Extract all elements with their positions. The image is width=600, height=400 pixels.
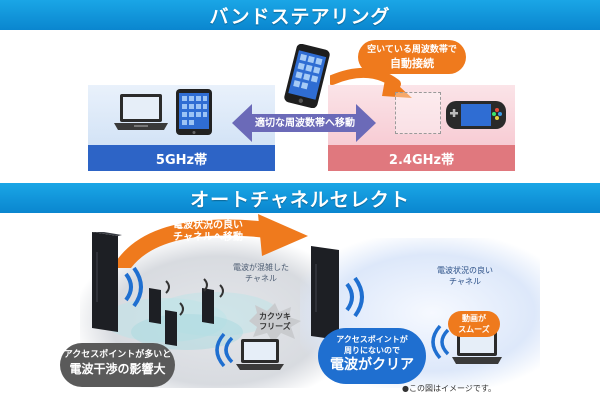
neighbor-router-icon [149, 288, 161, 324]
neighbor-wifi-icon [165, 278, 224, 316]
band-steering-title: バンドステアリング [209, 5, 391, 28]
neighbor-router-icon [165, 310, 177, 346]
wifi-signal-icon [124, 266, 143, 308]
auto-connect-bubble: 空いている周波数帯で 自動接続 [358, 40, 466, 74]
congested-line1: 電波が混雑した [233, 263, 289, 272]
router-icon [311, 246, 339, 340]
laptop-icon [114, 94, 168, 130]
laptop-icon [452, 331, 502, 364]
band-24ghz-label-bar: 2.4GHz帯 [328, 145, 515, 171]
band-24ghz-label: 2.4GHz帯 [388, 152, 455, 168]
wifi-signal-icon [345, 276, 364, 318]
band-steering-header: バンドステアリング [0, 0, 600, 30]
wifi-signal-icon [215, 332, 234, 368]
interference-line1: アクセスポイントが多いと [63, 350, 172, 360]
clear-line2: 周りにないので [344, 346, 400, 355]
target-slot-placeholder [395, 92, 441, 134]
freeze-line1: カクツキ [259, 312, 291, 321]
auto-connect-line1: 空いている周波数帯で [367, 45, 457, 55]
smooth-video-badge: 動画が スムーズ [448, 311, 500, 337]
auto-channel-title: オートチャネルセレクト [190, 188, 410, 211]
move-band-label: 適切な周波数帯へ移動 [255, 118, 355, 129]
channel-move-arrow-icon [118, 214, 308, 268]
laptop-icon [236, 339, 284, 370]
smooth-line2: スムーズ [458, 325, 490, 334]
bidirectional-arrow-icon [232, 104, 376, 142]
clear-line3: 電波がクリア [330, 357, 414, 373]
clear-signal-bubble: アクセスポイントが 周りにないので 電波がクリア [318, 328, 426, 384]
router-icon [92, 232, 122, 332]
freeze-label: カクツキ フリーズ [250, 312, 300, 332]
tablet-icon [176, 89, 212, 135]
freeze-burst-icon [249, 303, 301, 343]
freeze-line2: フリーズ [259, 322, 291, 331]
channel-move-label: 電波状況の良い チャネルへ移動 [148, 220, 268, 244]
interference-line2: 電波干渉の影響大 [69, 362, 166, 376]
smooth-line1: 動画が [462, 314, 486, 323]
clear-line1: アクセスポイントが [336, 335, 408, 344]
neighbor-router-icon [202, 288, 214, 324]
interference-bubble: アクセスポイントが多いと 電波干渉の影響大 [60, 343, 175, 387]
good-line1: 電波状況の良い [437, 266, 493, 275]
game-console-icon [446, 101, 506, 129]
channel-move-line2: チャネルへ移動 [173, 232, 243, 243]
good-channel-note: 電波状況の良い チャネル [428, 265, 502, 287]
auto-connect-line2: 自動接続 [390, 57, 434, 70]
channel-move-line1: 電波状況の良い [173, 220, 243, 231]
image-footnote: ●この図はイメージです。 [402, 384, 497, 393]
smartphone-icon [284, 44, 330, 108]
band-5ghz-label: 5GHz帯 [155, 152, 208, 168]
congested-line2: チャネル [245, 274, 277, 283]
wifi-signal-icon [431, 324, 450, 360]
good-line2: チャネル [449, 277, 481, 286]
congested-channel-note: 電波が混雑した チャネル [226, 262, 296, 284]
band-5ghz-label-bar: 5GHz帯 [88, 145, 275, 171]
auto-channel-header: オートチャネルセレクト [0, 183, 600, 213]
